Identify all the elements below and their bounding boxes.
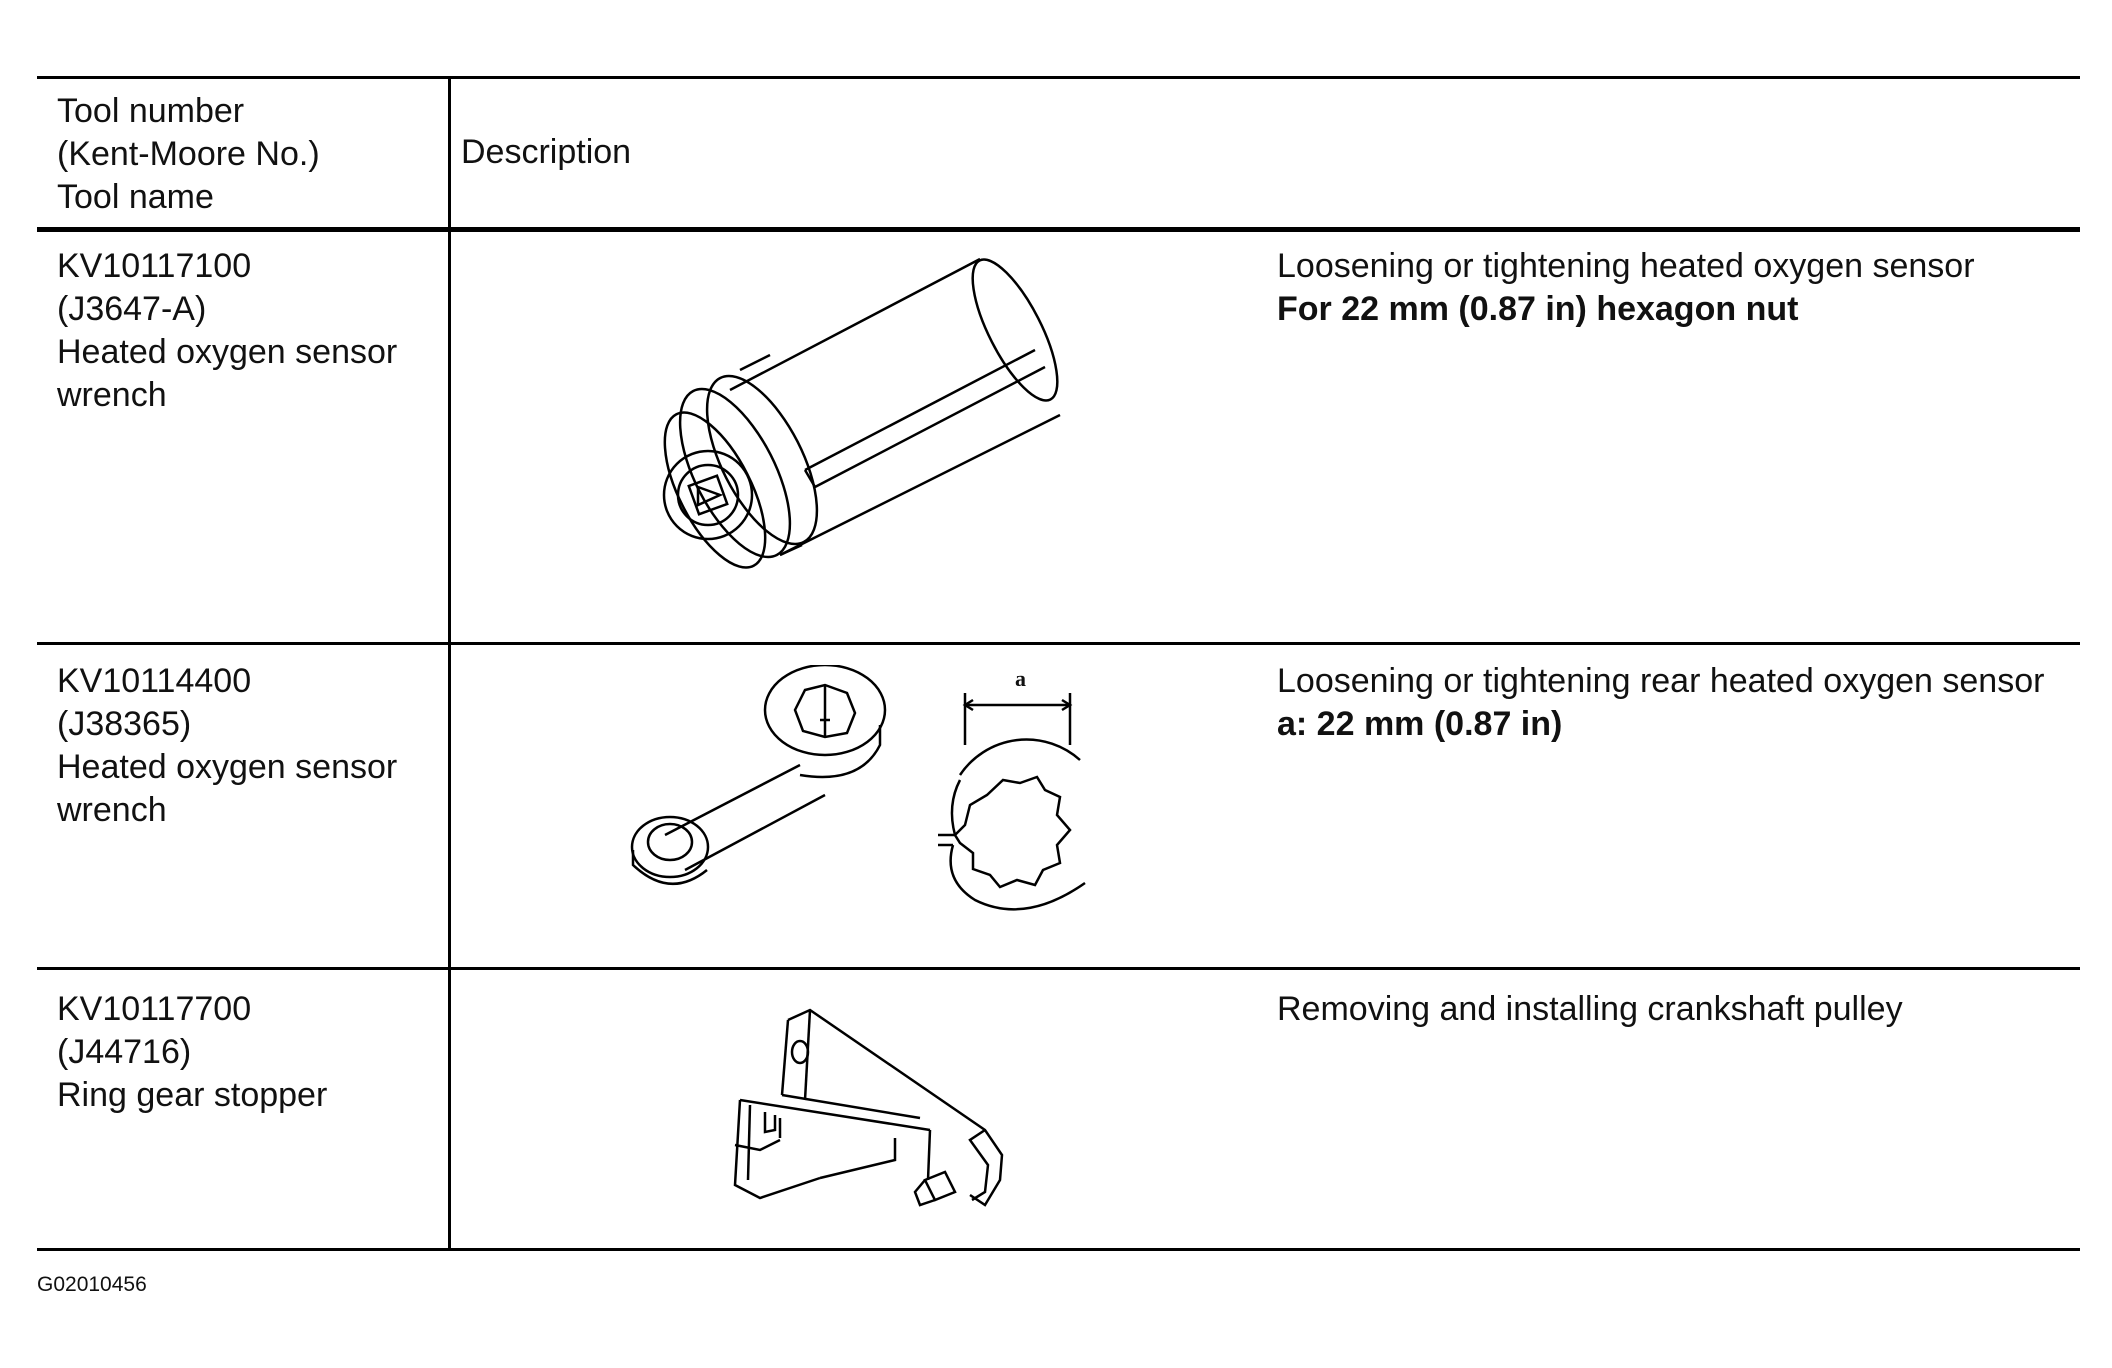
row2-kent-moore: (J38365) xyxy=(57,705,192,743)
header-bottom-rule xyxy=(37,227,2080,232)
row3-desc-line1: Removing and installing crankshaft pulle… xyxy=(1277,990,1903,1028)
row2-desc-line1: Loosening or tightening rear heated oxyg… xyxy=(1277,662,2045,700)
column-divider xyxy=(448,76,451,1251)
row1-description: Loosening or tightening heated oxygen se… xyxy=(1277,245,1975,331)
row3-tool-cell: KV10117700 (J44716) Ring gear stopper xyxy=(57,988,327,1117)
row3-tool-name: Ring gear stopper xyxy=(57,1076,328,1114)
row1-tool-cell: KV10117100 (J3647-A) Heated oxygen senso… xyxy=(57,245,397,417)
row-divider-2 xyxy=(37,967,2080,970)
socket-wrench-icon xyxy=(640,255,1080,585)
row2-tool-name-1: Heated oxygen sensor xyxy=(57,748,398,786)
row1-tool-number: KV10117100 xyxy=(57,247,252,285)
row2-desc-line2: a: 22 mm (0.87 in) xyxy=(1277,705,1563,743)
ring-gear-stopper-icon xyxy=(720,1000,1020,1215)
row2-tool-number: KV10114400 xyxy=(57,662,252,700)
table-bottom-rule xyxy=(37,1248,2080,1251)
box-end-wrench-icon xyxy=(625,665,1095,915)
row1-tool-name-2: wrench xyxy=(57,376,167,414)
row1-desc-line2: For 22 mm (0.87 in) hexagon nut xyxy=(1277,290,1799,328)
row1-tool-name-1: Heated oxygen sensor xyxy=(57,333,398,371)
row1-desc-line1: Loosening or tightening heated oxygen se… xyxy=(1277,247,1975,285)
row2-tool-name-2: wrench xyxy=(57,791,167,829)
table-top-rule xyxy=(37,76,2080,79)
figure-id: G02010456 xyxy=(37,1273,147,1296)
header-description: Description xyxy=(461,133,632,171)
header-line-tool-number: Tool number xyxy=(57,92,245,130)
header-line-tool-name: Tool name xyxy=(57,178,214,216)
row3-description: Removing and installing crankshaft pulle… xyxy=(1277,988,1903,1031)
row2-description: Loosening or tightening rear heated oxyg… xyxy=(1277,660,2044,746)
header-line-kent-moore: (Kent-Moore No.) xyxy=(57,135,320,173)
header-tool-column: Tool number (Kent-Moore No.) Tool name xyxy=(57,90,320,219)
row3-tool-number: KV10117700 xyxy=(57,990,252,1028)
row3-kent-moore: (J44716) xyxy=(57,1033,192,1071)
dimension-label-a: a xyxy=(1015,666,1026,691)
row-divider-1 xyxy=(37,642,2080,645)
row2-tool-cell: KV10114400 (J38365) Heated oxygen sensor… xyxy=(57,660,397,832)
row1-kent-moore: (J3647-A) xyxy=(57,290,207,328)
